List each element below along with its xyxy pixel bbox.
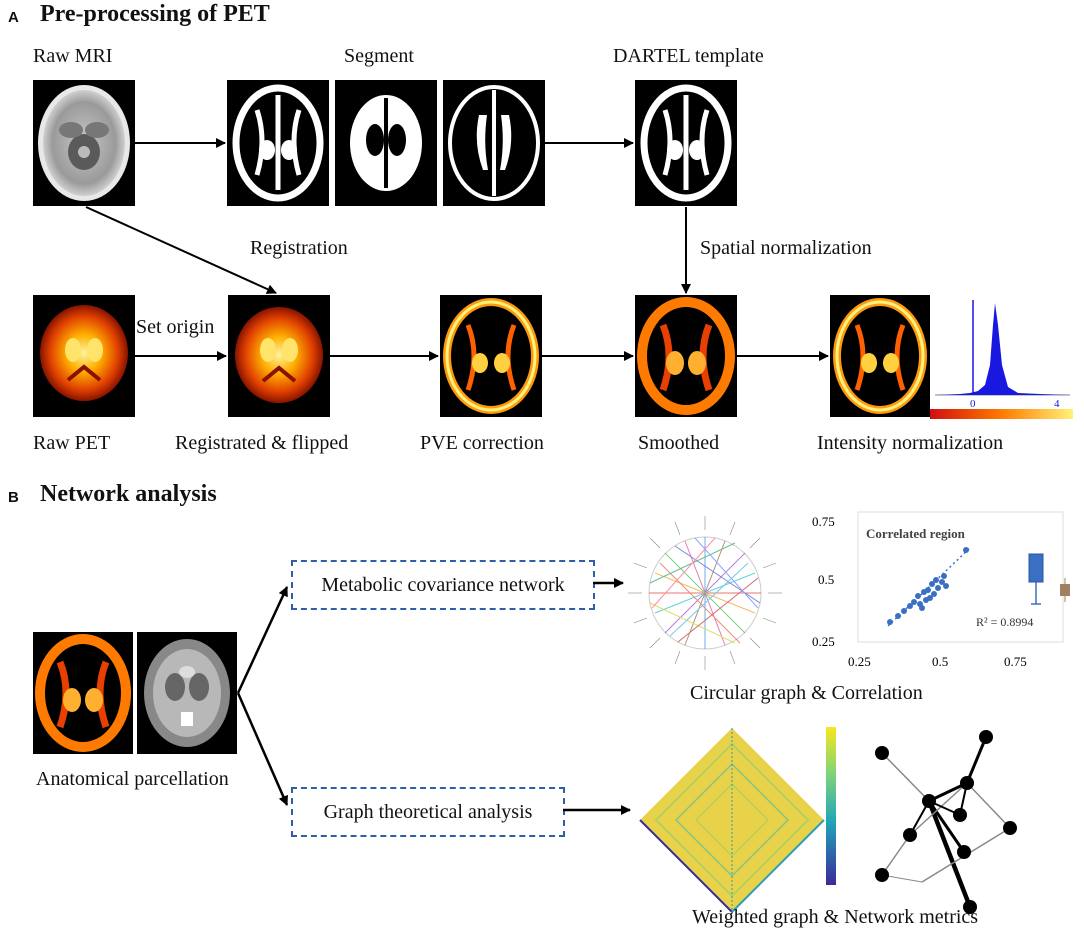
scatter-y-tick-1: 0.5: [818, 572, 834, 587]
brain-pet-icon: [440, 295, 542, 417]
circular-graph: [628, 516, 782, 670]
label-intensity: Intensity normalization: [817, 432, 1004, 454]
section-b-title: Network analysis: [40, 481, 217, 507]
graph-theoretical-box: Graph theoretical analysis: [291, 787, 565, 837]
scatter-y-tick-0: 0.75: [812, 514, 835, 529]
scatter-r2: R² = 0.8994: [976, 615, 1033, 629]
section-a-title: Pre-processing of PET: [40, 1, 270, 27]
scatter-x-tick-0: 0.25: [848, 654, 871, 668]
label-registration: Registration: [250, 237, 348, 259]
scatter-x-tick-2: 0.75: [1004, 654, 1027, 668]
pve-correction-image: [440, 295, 542, 417]
network-graph: [875, 730, 1017, 914]
section-a-letter: A: [8, 9, 19, 26]
segment-white-matter-image: [335, 80, 437, 206]
label-dartel: DARTEL template: [613, 45, 764, 67]
raw-mri-image: [33, 80, 135, 206]
label-smoothed: Smoothed: [638, 432, 720, 454]
brain-segment-icon: [227, 80, 329, 206]
label-raw-pet: Raw PET: [33, 432, 111, 454]
metabolic-covariance-box: Metabolic covariance network: [291, 560, 595, 610]
network-graph-icon: [875, 730, 1017, 914]
weighted-heatmap: [639, 728, 825, 913]
brain-segment-icon: [635, 80, 737, 206]
histogram-colorbar: [930, 409, 1073, 419]
intensity-brain-image: [830, 295, 930, 417]
brain-pet-icon: [33, 295, 135, 417]
circular-graph-icon: [628, 516, 782, 670]
brain-segment-icon: [335, 80, 437, 206]
brain-pet-icon: [635, 295, 737, 417]
scatter-title: Correlated region: [866, 526, 966, 541]
brain-pet-icon: [33, 632, 133, 754]
histogram-tick-4: 4: [1054, 398, 1060, 410]
histogram-tick-0: 0: [970, 398, 976, 410]
brain-pet-icon: [228, 295, 330, 417]
label-raw-mri: Raw MRI: [33, 45, 113, 67]
label-registrated: Registrated & flipped: [175, 432, 349, 454]
label-pve: PVE correction: [420, 432, 544, 454]
dartel-template-image: [635, 80, 737, 206]
brain-atlas-icon: [137, 632, 237, 754]
brain-segment-icon: [443, 80, 545, 206]
segment-csf-image: [443, 80, 545, 206]
label-segment: Segment: [344, 45, 414, 67]
smoothed-image: [635, 295, 737, 417]
heatmap-colorbar: [826, 727, 836, 885]
parcellation-pet-image: [33, 632, 133, 754]
label-anatomical: Anatomical parcellation: [36, 768, 229, 790]
segment-gray-matter-image: [227, 80, 329, 206]
raw-pet-image: [33, 295, 135, 417]
label-spatial-normalization: Spatial normalization: [700, 237, 872, 259]
parcellation-atlas-image: [137, 632, 237, 754]
scatter-y-tick-2: 0.25: [812, 634, 835, 649]
section-a-arrows: [85, 138, 829, 361]
scatter-x-tick-1: 0.5: [932, 654, 948, 668]
brain-mri-icon: [33, 80, 135, 206]
label-circular: Circular graph & Correlation: [690, 682, 923, 704]
section-b-arrows: [236, 578, 631, 815]
brain-pet-icon: [830, 295, 930, 417]
label-set-origin: Set origin: [136, 316, 215, 338]
section-b-letter: B: [8, 489, 19, 506]
registrated-pet-image: [228, 295, 330, 417]
metabolic-covariance-label: Metabolic covariance network: [321, 573, 565, 596]
intensity-histogram: 0 4: [930, 295, 1075, 420]
correlation-scatter: 0.75 0.5 0.25 0.25 0.5 0.75 Correlated r…: [812, 511, 1070, 668]
label-weighted: Weighted graph & Network metrics: [692, 906, 979, 928]
scatter-points: [887, 547, 969, 625]
heatmap-icon: [639, 728, 825, 913]
graph-theoretical-label: Graph theoretical analysis: [323, 800, 533, 823]
